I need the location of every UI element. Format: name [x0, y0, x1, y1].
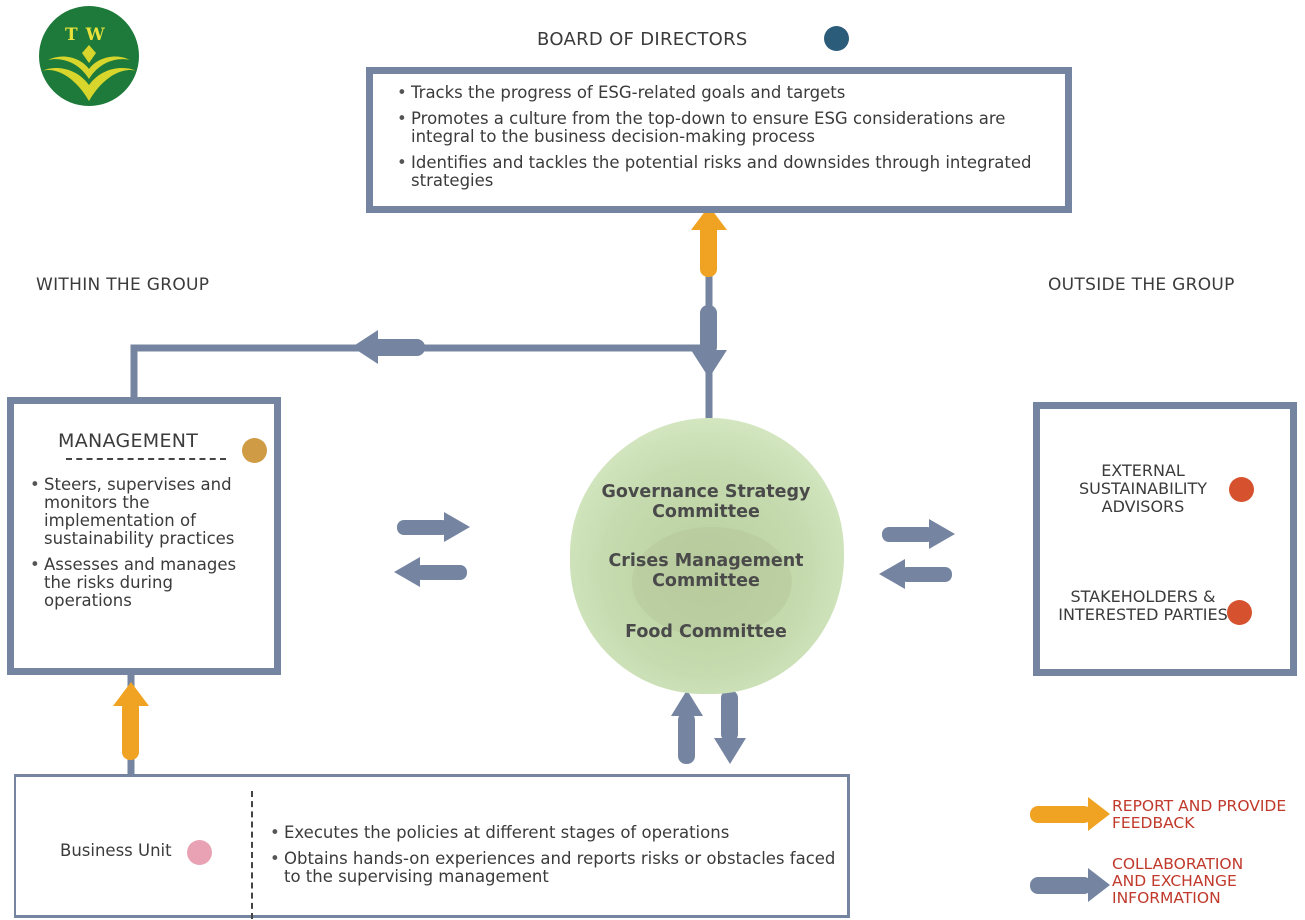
board-to-management-line	[130, 344, 709, 400]
left-arrow-on-connector	[352, 330, 425, 364]
management-dot	[242, 438, 267, 463]
legend-collab-arrow	[1030, 868, 1110, 902]
board-bullets: Tracks the progress of ESG-related goals…	[397, 84, 1041, 190]
management-bullet: Assesses and manages the risks during op…	[30, 556, 258, 610]
legend-report-label: REPORT AND PROVIDE FEEDBACK	[1112, 797, 1287, 832]
stakeholders-label: STAKEHOLDERS & INTERESTED PARTIES	[1058, 587, 1228, 624]
stakeholders-dot	[1227, 600, 1252, 625]
board-bullet: Tracks the progress of ESG-related goals…	[397, 84, 1041, 103]
report-arrow-to-board	[691, 206, 727, 277]
management-bullet: Steers, supervises and monitors the impl…	[30, 476, 258, 548]
logo-text: TW	[65, 25, 113, 45]
legend-report-arrow	[1030, 797, 1110, 831]
external-advisors-dot	[1229, 477, 1254, 502]
business-unit-divider	[251, 791, 253, 919]
board-bullet: Identifies and tackles the potential ris…	[397, 154, 1041, 190]
management-box: MANAGEMENT Steers, supervises and monito…	[7, 397, 281, 675]
outside-group-label: OUTSIDE THE GROUP	[1048, 275, 1235, 295]
management-bullets: Steers, supervises and monitors the impl…	[30, 476, 258, 610]
bu-committee-arrows	[671, 690, 746, 764]
down-arrow-to-committee	[691, 305, 727, 378]
business-unit-bullets: Executes the policies at different stage…	[270, 824, 840, 894]
business-unit-box: Business Unit Executes the policies at d…	[14, 774, 850, 919]
legend-collab-label: COLLABORATION AND EXCHANGE INFORMATION	[1112, 855, 1244, 907]
external-advisors-label: EXTERNAL SUSTAINABILITY ADVISORS	[1078, 461, 1207, 516]
business-unit-label: Business Unit	[60, 841, 172, 860]
company-logo	[39, 6, 139, 106]
exchange-arrows-right	[879, 519, 955, 589]
board-title: BOARD OF DIRECTORS	[537, 29, 748, 50]
exchange-arrows-left	[394, 512, 470, 587]
committee-crises: Crises Management Committee	[608, 551, 804, 591]
board-box: Tracks the progress of ESG-related goals…	[366, 67, 1072, 213]
committee-governance: Governance Strategy Committee	[601, 482, 811, 522]
management-divider	[66, 458, 226, 460]
board-dot	[824, 26, 849, 51]
within-group-label: WITHIN THE GROUP	[36, 275, 210, 295]
outside-box	[1033, 402, 1297, 676]
report-arrow-to-management	[113, 682, 149, 760]
business-unit-bullet: Executes the policies at different stage…	[270, 824, 840, 843]
committee-food: Food Committee	[625, 622, 787, 642]
board-bullet: Promotes a culture from the top-down to …	[397, 110, 1041, 146]
management-title: MANAGEMENT	[58, 430, 199, 452]
business-unit-dot	[187, 840, 212, 865]
business-unit-bullet: Obtains hands-on experiences and reports…	[270, 850, 840, 886]
committee-circle	[569, 417, 845, 695]
